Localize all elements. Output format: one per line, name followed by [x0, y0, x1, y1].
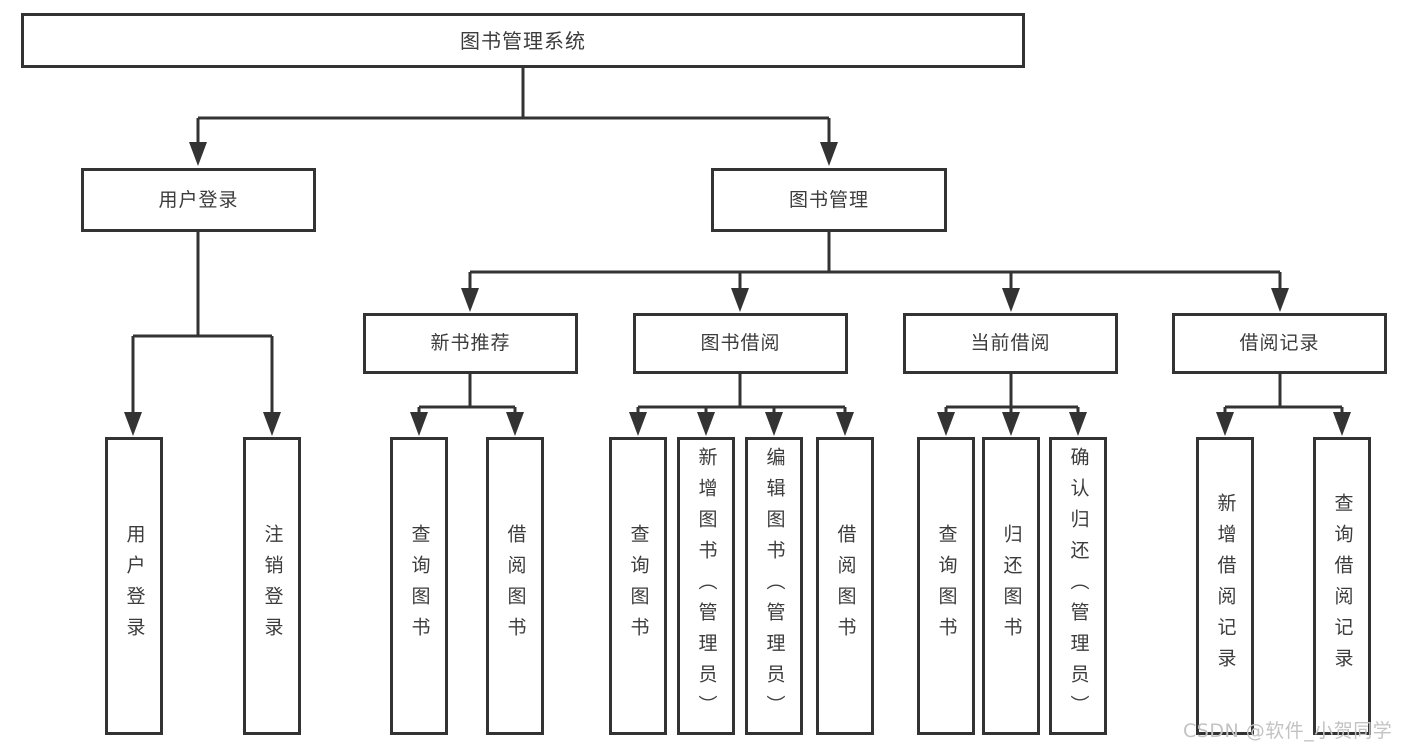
node-new-book-recommend: 新书推荐 — [363, 313, 578, 374]
arrow-down-icon — [1002, 412, 1020, 436]
arrow-down-icon — [263, 412, 281, 436]
node-borrow-add-books-admin: 新增图书（管理员） — [677, 437, 735, 735]
csdn-watermark: CSDN @软件_小贺同学 — [1183, 720, 1393, 742]
node-current-confirm-return-admin: 确认归还（管理员） — [1049, 437, 1107, 735]
edge-login-to-children — [131, 232, 274, 413]
arrow-down-icon — [410, 412, 428, 436]
node-user-login-group: 用户登录 — [81, 168, 316, 232]
edge-borrow-to-children — [636, 374, 847, 415]
node-current-return-books: 归还图书 — [982, 437, 1040, 735]
node-records-query-record: 查询借阅记录 — [1313, 437, 1371, 735]
node-current-borrow: 当前借阅 — [903, 313, 1118, 374]
arrow-down-icon — [937, 412, 955, 436]
node-borrow-records: 借阅记录 — [1172, 313, 1387, 374]
arrow-down-icon — [506, 412, 524, 436]
node-rec-borrow-books: 借阅图书 — [486, 437, 544, 735]
node-logout: 注销登录 — [243, 437, 301, 735]
edge-current-to-children — [944, 374, 1080, 415]
arrow-down-icon — [697, 412, 715, 436]
edge-root-to-level2 — [196, 68, 831, 145]
arrow-down-icon — [1333, 412, 1351, 436]
edge-rec-to-children — [417, 374, 517, 415]
edge-records-to-children — [1223, 374, 1344, 415]
edge-mgmt-to-level3 — [468, 232, 1282, 290]
node-user-login: 用户登录 — [105, 437, 163, 735]
node-book-management: 图书管理 — [711, 168, 947, 232]
arrow-down-icon — [461, 288, 479, 312]
arrowhead-icons — [124, 142, 1351, 436]
arrow-down-icon — [189, 142, 207, 166]
node-borrow-query-books: 查询图书 — [609, 437, 667, 735]
node-records-add-record: 新增借阅记录 — [1196, 437, 1254, 735]
arrow-down-icon — [629, 412, 647, 436]
arrow-down-icon — [731, 288, 749, 312]
arrow-down-icon — [1216, 412, 1234, 436]
node-borrow-borrow-books: 借阅图书 — [816, 437, 874, 735]
arrow-down-icon — [836, 412, 854, 436]
node-rec-query-books: 查询图书 — [390, 437, 448, 735]
node-borrow-edit-books-admin: 编辑图书（管理员） — [745, 437, 803, 735]
connector-edges — [131, 68, 1344, 415]
node-book-borrow: 图书借阅 — [633, 313, 848, 374]
arrow-down-icon — [1002, 288, 1020, 312]
node-root: 图书管理系统 — [21, 13, 1025, 68]
node-current-query-books: 查询图书 — [917, 437, 975, 735]
arrow-down-icon — [124, 412, 142, 436]
arrow-down-icon — [765, 412, 783, 436]
arrow-down-icon — [1271, 288, 1289, 312]
arrow-down-icon — [1069, 412, 1087, 436]
arrow-down-icon — [820, 142, 838, 166]
